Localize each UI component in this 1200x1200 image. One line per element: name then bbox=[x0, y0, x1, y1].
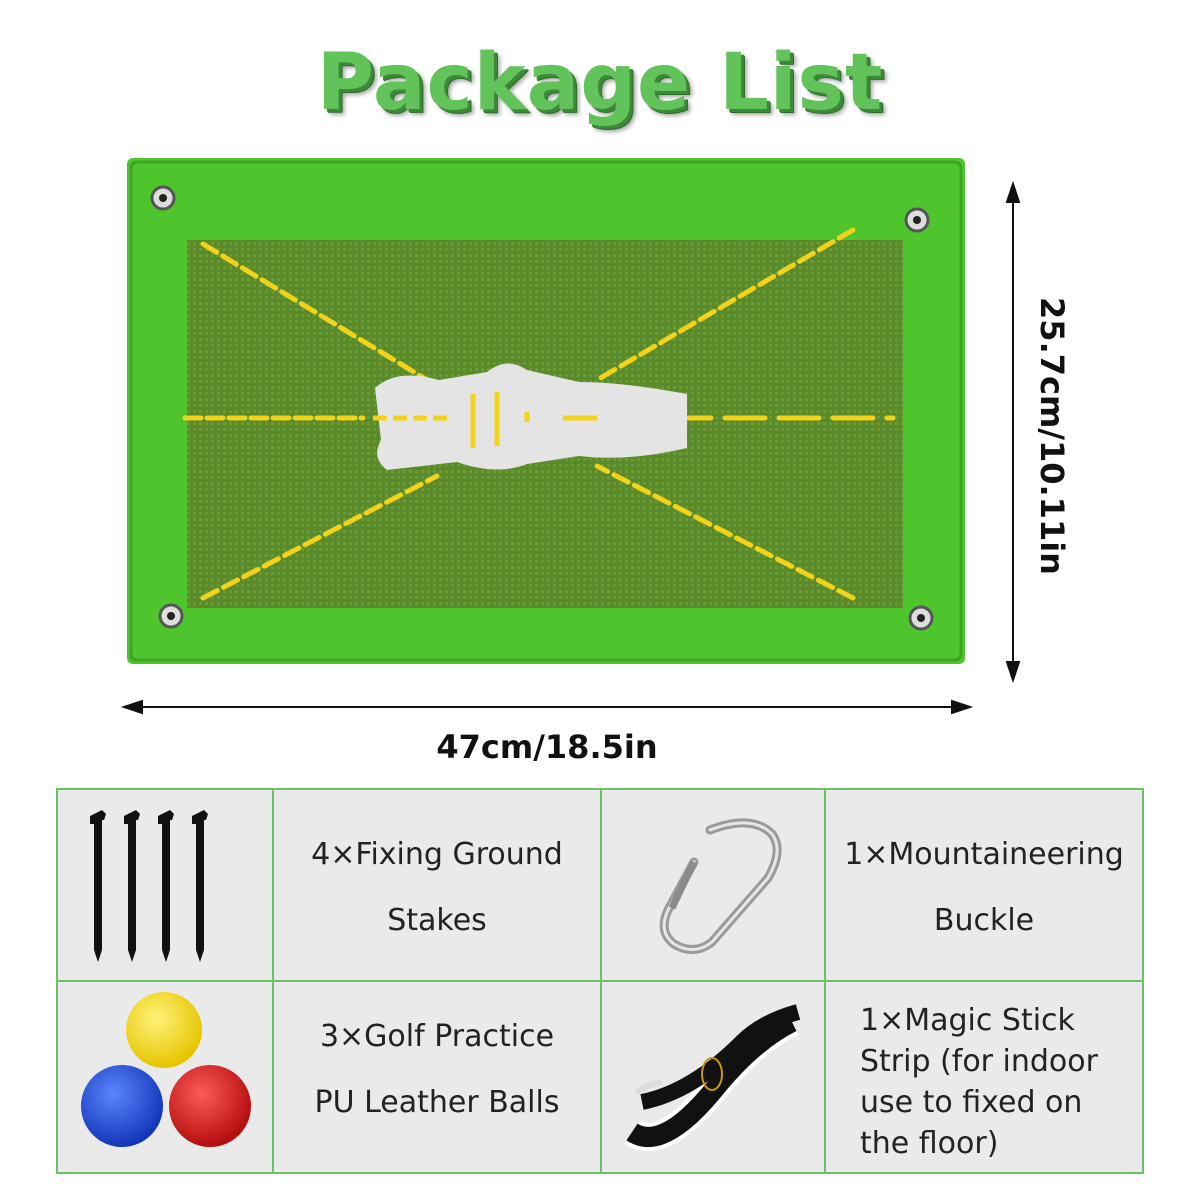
list-item-golf-balls: 3×Golf Practice PU Leather Balls bbox=[274, 982, 600, 1172]
golf-balls-icon bbox=[58, 982, 272, 1172]
golf-mat-image bbox=[127, 158, 965, 664]
item-label: use to fixed on bbox=[860, 1085, 1083, 1120]
package-contents-table: 4×Fixing Ground Stakes 1×Mountaineering … bbox=[56, 788, 1144, 1174]
width-arrow bbox=[120, 699, 974, 715]
item-label: the floor) bbox=[860, 1126, 999, 1161]
height-label: 25.7cm/10.11in bbox=[1033, 297, 1071, 575]
item-label: Buckle bbox=[933, 903, 1035, 938]
item-label: 3×Golf Practice bbox=[319, 1019, 555, 1054]
carabiner-icon bbox=[602, 790, 824, 980]
ground-stakes-icon bbox=[58, 790, 272, 980]
list-item-velcro-strip: 1×Magic Stick Strip (for indoor use to f… bbox=[826, 982, 1142, 1172]
item-label: 1×Magic Stick bbox=[860, 1003, 1075, 1038]
item-label: 4×Fixing Ground bbox=[311, 837, 563, 872]
page-title: Package List bbox=[316, 38, 884, 128]
table-row: 4×Fixing Ground Stakes 1×Mountaineering … bbox=[58, 790, 1142, 980]
width-label: 47cm/18.5in bbox=[436, 728, 658, 766]
item-label: 1×Mountaineering bbox=[844, 837, 1124, 872]
hitting-strip bbox=[375, 363, 687, 470]
velcro-strip-icon bbox=[602, 982, 824, 1172]
list-item-ground-stakes: 4×Fixing Ground Stakes bbox=[274, 790, 600, 980]
item-label: Stakes bbox=[387, 903, 487, 938]
list-item-carabiner: 1×Mountaineering Buckle bbox=[826, 790, 1142, 980]
item-label: Strip (for indoor bbox=[860, 1044, 1098, 1079]
item-label: PU Leather Balls bbox=[314, 1085, 560, 1120]
height-arrow bbox=[1005, 180, 1021, 684]
table-row: 3×Golf Practice PU Leather Balls 1×Magic… bbox=[58, 982, 1142, 1172]
grommets bbox=[150, 185, 934, 631]
